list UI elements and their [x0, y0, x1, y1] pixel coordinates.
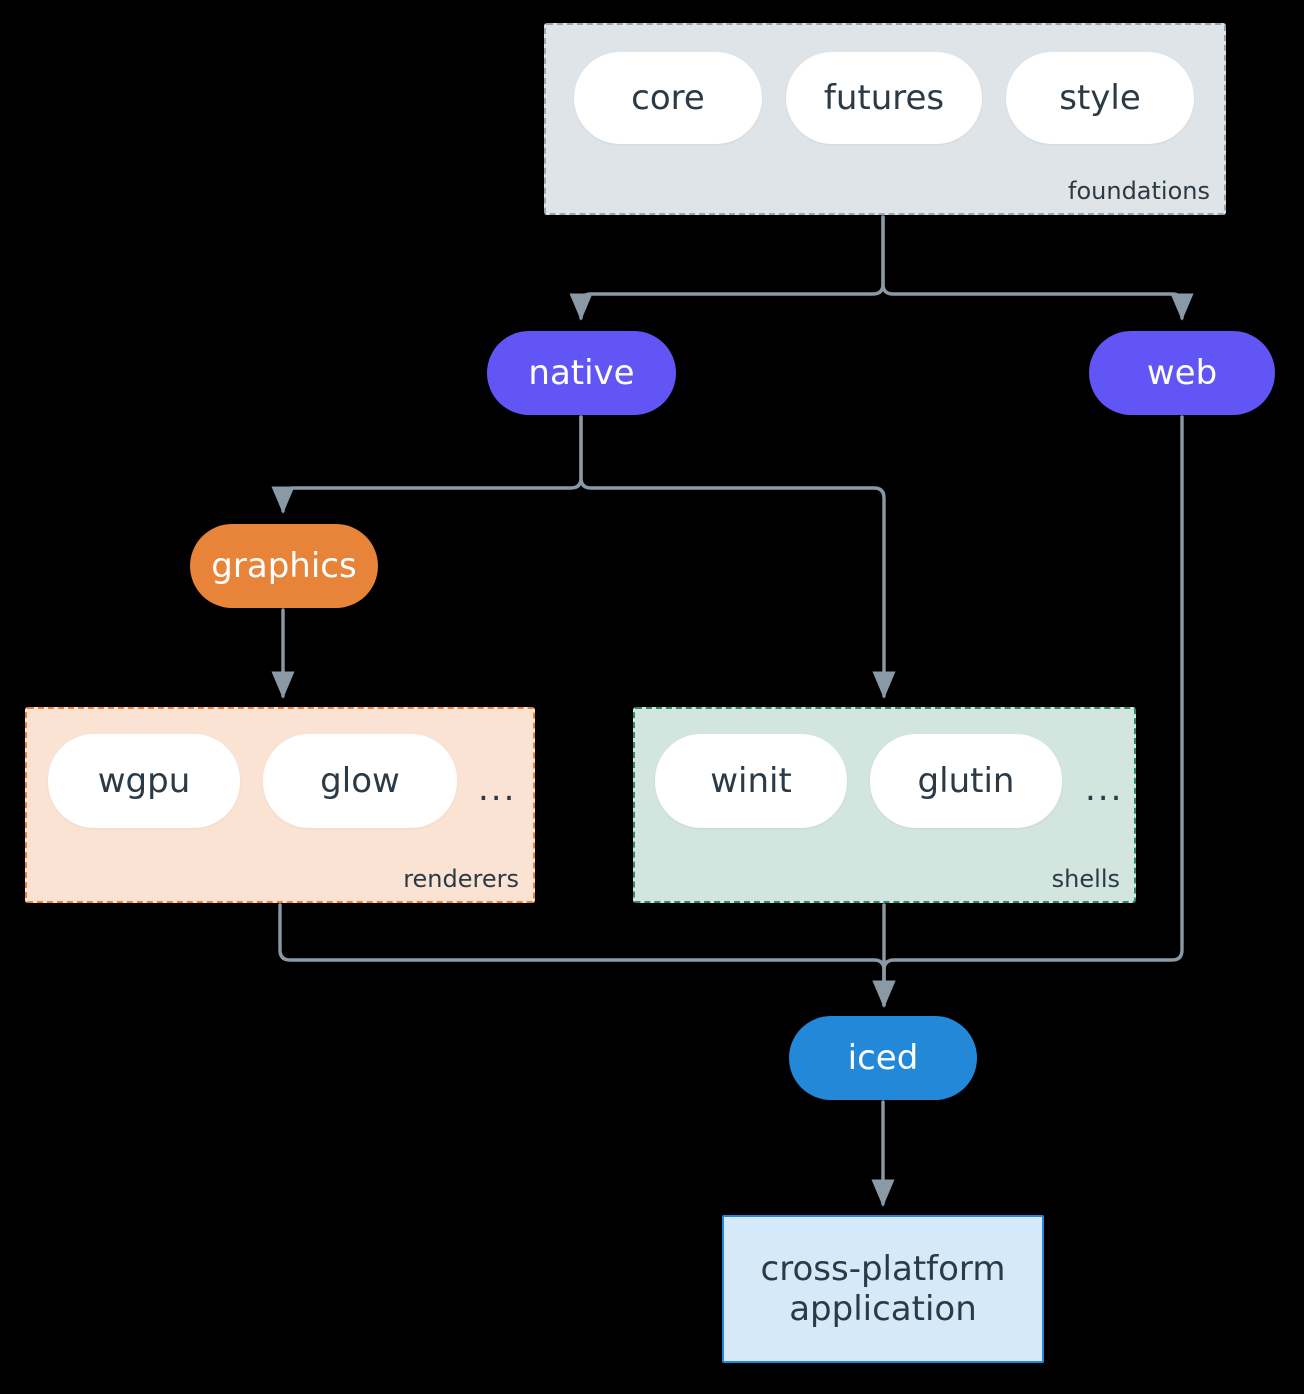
node-glow[interactable]: glow	[263, 734, 457, 828]
node-graphics[interactable]: graphics	[190, 524, 378, 608]
node-winit[interactable]: winit	[655, 734, 847, 828]
node-core[interactable]: core	[574, 52, 762, 144]
node-iced-label: iced	[847, 1037, 919, 1078]
node-style-label: style	[1059, 77, 1141, 118]
node-glow-label: glow	[320, 760, 400, 801]
node-futures-label: futures	[823, 77, 945, 118]
edge-foundations-native	[569, 215, 885, 321]
node-native-label: native	[528, 352, 635, 393]
node-glutin-label: glutin	[917, 760, 1015, 801]
node-core-label: core	[631, 77, 705, 118]
application-label-line1: cross-platform	[760, 1248, 1006, 1289]
node-winit-label: winit	[710, 760, 792, 801]
edge-foundations-web	[881, 215, 1194, 321]
cluster-shells-label: shells	[1051, 865, 1120, 893]
node-iced[interactable]: iced	[789, 1016, 977, 1100]
node-web[interactable]: web	[1089, 331, 1275, 415]
edge-renderers-iced	[278, 903, 896, 1008]
node-futures[interactable]: futures	[786, 52, 982, 144]
node-cross-platform-application[interactable]: cross-platform application	[722, 1215, 1044, 1363]
node-glutin[interactable]: glutin	[870, 734, 1062, 828]
cluster-foundations-label: foundations	[1068, 177, 1210, 205]
node-web-label: web	[1146, 352, 1218, 393]
cluster-renderers-label: renderers	[403, 865, 519, 893]
node-wgpu-label: wgpu	[97, 760, 191, 801]
node-native[interactable]: native	[487, 331, 676, 415]
node-style[interactable]: style	[1006, 52, 1194, 144]
edge-native-shells	[579, 415, 896, 699]
edge-native-graphics	[271, 415, 583, 514]
application-label-line2: application	[789, 1289, 977, 1329]
renderers-ellipsis: ...	[478, 769, 517, 809]
node-wgpu[interactable]: wgpu	[48, 734, 240, 828]
shells-ellipsis: ...	[1085, 769, 1124, 809]
node-graphics-label: graphics	[211, 545, 357, 586]
